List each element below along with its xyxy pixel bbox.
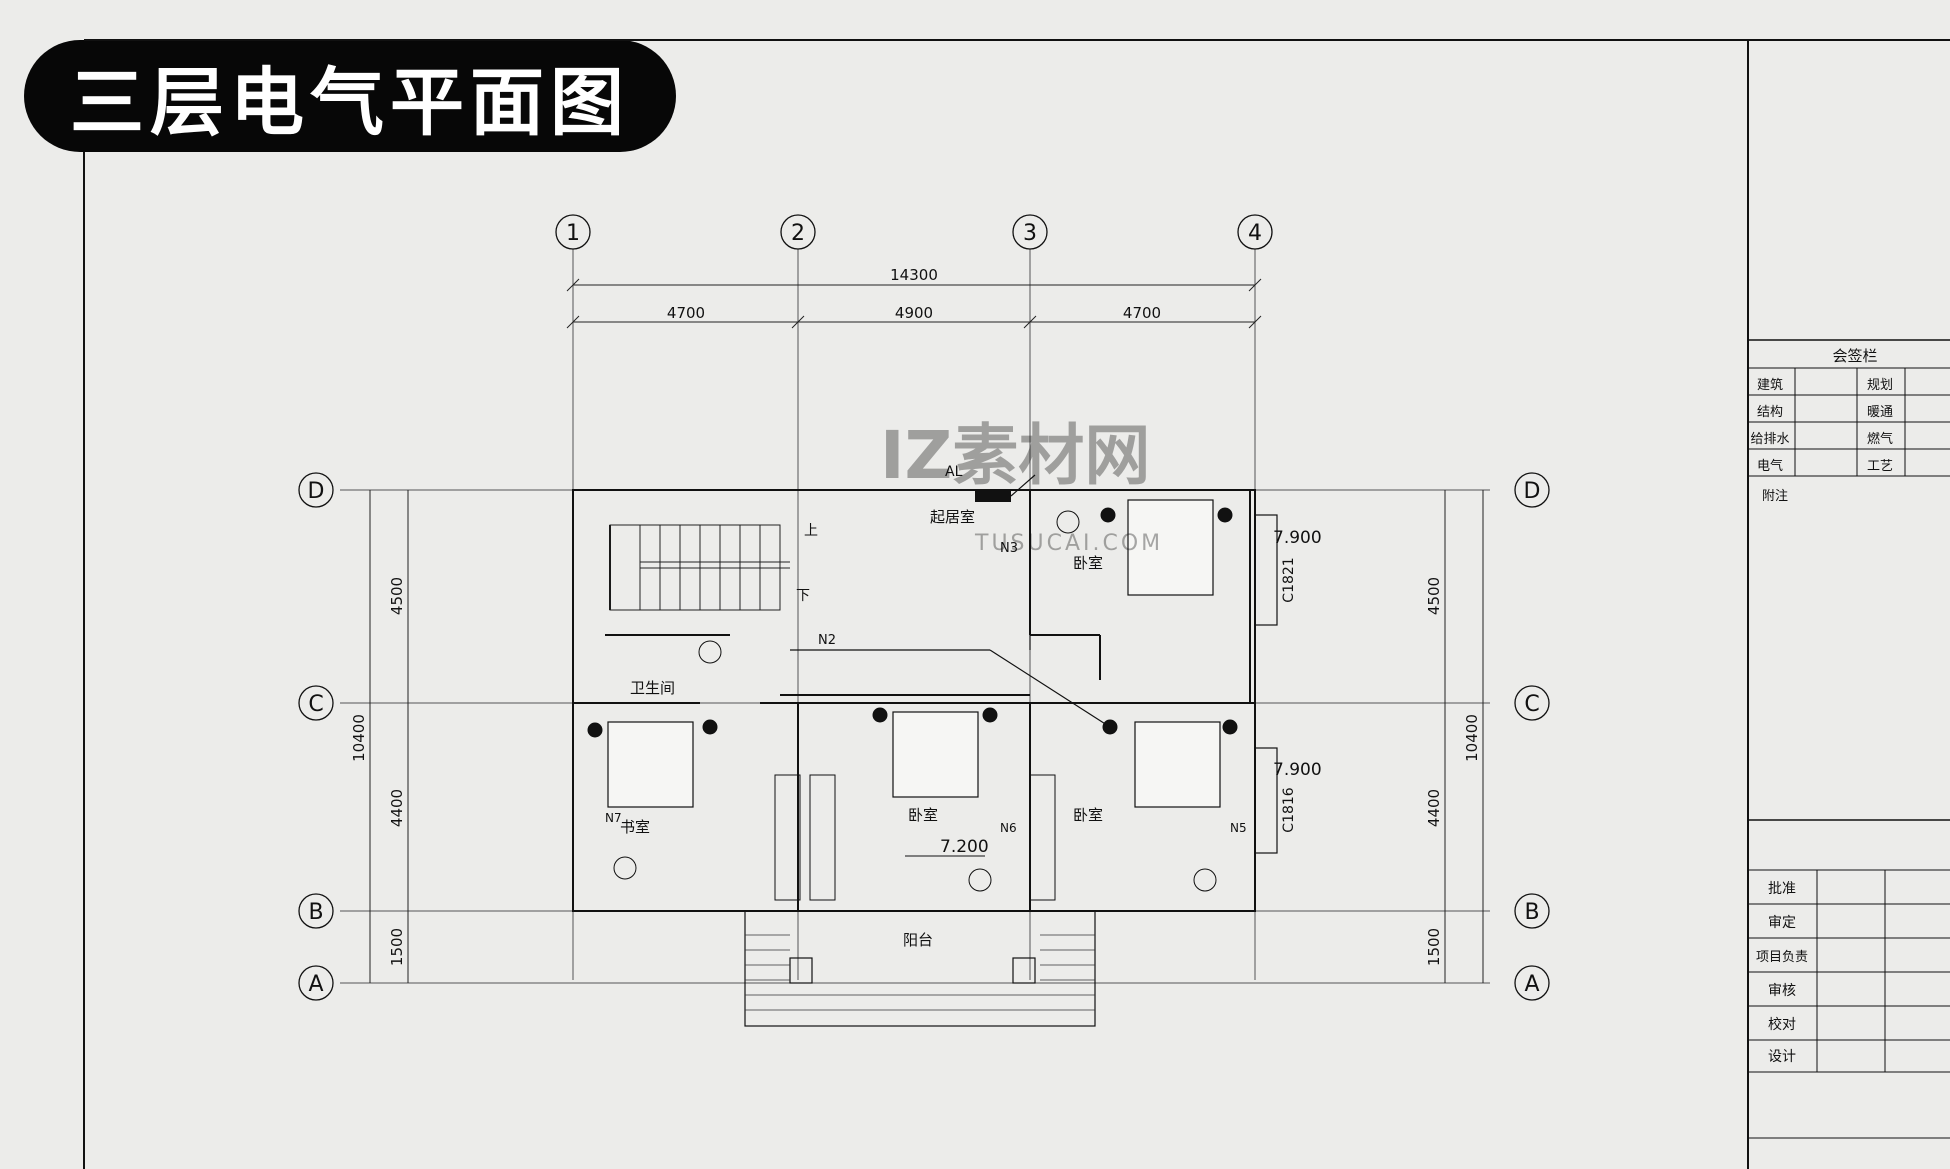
bay-windows xyxy=(1254,514,1278,854)
axis-label-d-right: D xyxy=(1524,479,1541,504)
sign-row-4-a: 电气 xyxy=(1757,458,1783,474)
approval-3: 项目负责 xyxy=(1756,950,1808,965)
room-bedroom-se: 卧室 xyxy=(1073,806,1103,824)
dim-bay-2: 4900 xyxy=(895,304,933,322)
drawing-title: 三层电气平面图 xyxy=(70,59,630,146)
axis-label-c-right: C xyxy=(1524,692,1539,717)
dim-row-2-left: 4400 xyxy=(388,789,406,827)
watermark-brand: IZ素材网 xyxy=(880,417,1150,494)
circuit-n7: N7 xyxy=(605,811,622,825)
dim-total-depth-left: 10400 xyxy=(350,714,368,762)
axis-label-d-left: D xyxy=(308,479,325,504)
circuit-n5: N5 xyxy=(1230,821,1247,835)
dim-row-3-left: 1500 xyxy=(388,928,406,966)
axis-label-2: 2 xyxy=(791,221,805,246)
dim-row-1-left: 4500 xyxy=(388,577,406,615)
level-bay-upper: 7.900 xyxy=(1273,528,1322,548)
dim-total-width: 14300 xyxy=(890,266,938,284)
circuit-wiring xyxy=(790,474,1111,728)
dim-row-3-right: 1500 xyxy=(1425,928,1443,966)
dim-total-depth-right: 10400 xyxy=(1463,714,1481,762)
watermark-url: TUSUCAI.COM xyxy=(974,531,1163,556)
axis-label-b-left: B xyxy=(308,900,323,925)
axis-label-1: 1 xyxy=(566,221,580,246)
dim-bay-1: 4700 xyxy=(667,304,705,322)
stairs-down-label: 下 xyxy=(796,588,810,604)
axis-bubbles xyxy=(298,214,1550,1001)
top-dimensions xyxy=(566,278,1262,329)
level-bay-lower: 7.900 xyxy=(1273,760,1322,780)
dim-row-2-right: 4400 xyxy=(1425,789,1443,827)
distribution-panel xyxy=(975,490,1011,502)
sign-row-3-a: 给排水 xyxy=(1750,432,1789,447)
sign-panel-grid xyxy=(1748,367,1950,477)
circuit-n2: N2 xyxy=(818,633,836,648)
level-floor: 7.200 xyxy=(940,837,989,857)
sign-row-1-b: 规划 xyxy=(1867,378,1893,393)
axis-label-a-left: A xyxy=(308,972,323,997)
approval-6: 设计 xyxy=(1768,1049,1796,1065)
circuit-n3: N3 xyxy=(1000,541,1018,556)
grid-lines xyxy=(340,248,1490,984)
room-bedroom-ne: 卧室 xyxy=(1073,554,1103,572)
roof-tiles xyxy=(745,934,1095,1011)
title-badge: 三层电气平面图 xyxy=(24,40,676,152)
room-bathroom: 卫生间 xyxy=(630,679,675,697)
approval-grid xyxy=(1748,869,1950,1139)
stairs-up-label: 上 xyxy=(804,523,818,539)
approval-1: 批准 xyxy=(1768,881,1796,897)
sign-row-3-b: 燃气 xyxy=(1867,431,1893,447)
staircase xyxy=(609,524,790,611)
light-fixtures xyxy=(587,507,1238,892)
sign-row-4-b: 工艺 xyxy=(1867,459,1893,474)
sign-panel-title: 会签栏 xyxy=(1832,347,1877,365)
room-bedroom-mid: 卧室 xyxy=(908,806,938,824)
room-study: 书室 xyxy=(620,818,650,836)
side-dimensions xyxy=(369,490,1484,983)
balcony xyxy=(744,910,1096,1027)
sheet-frame xyxy=(83,39,1950,1169)
axis-label-3: 3 xyxy=(1023,221,1037,246)
approval-2: 审定 xyxy=(1768,915,1796,931)
wardrobes xyxy=(774,774,1056,901)
dim-bay-3: 4700 xyxy=(1123,304,1161,322)
circuit-n6: N6 xyxy=(1000,821,1017,835)
axis-label-b-right: B xyxy=(1524,900,1539,925)
axis-label-c-left: C xyxy=(308,692,323,717)
circuit-al: AL xyxy=(945,464,963,480)
window-c1816: C1816 xyxy=(1281,787,1297,832)
beds xyxy=(607,499,1221,808)
window-c1821: C1821 xyxy=(1281,557,1297,602)
sign-row-1-a: 建筑 xyxy=(1757,377,1783,393)
approval-4: 审核 xyxy=(1768,983,1796,999)
axis-label-a-right: A xyxy=(1524,972,1539,997)
approval-5: 校对 xyxy=(1768,1016,1796,1033)
dim-row-1-right: 4500 xyxy=(1425,577,1443,615)
sign-row-2-b: 暖通 xyxy=(1867,405,1893,420)
room-balcony: 阳台 xyxy=(903,931,933,949)
room-living: 起居室 xyxy=(930,508,975,526)
watermark: IZ素材网 TUSUCAI.COM xyxy=(880,417,1163,556)
axis-label-4: 4 xyxy=(1248,221,1262,246)
sign-panel-note: 附注 xyxy=(1762,489,1788,504)
sign-row-2-a: 结构 xyxy=(1757,405,1783,420)
